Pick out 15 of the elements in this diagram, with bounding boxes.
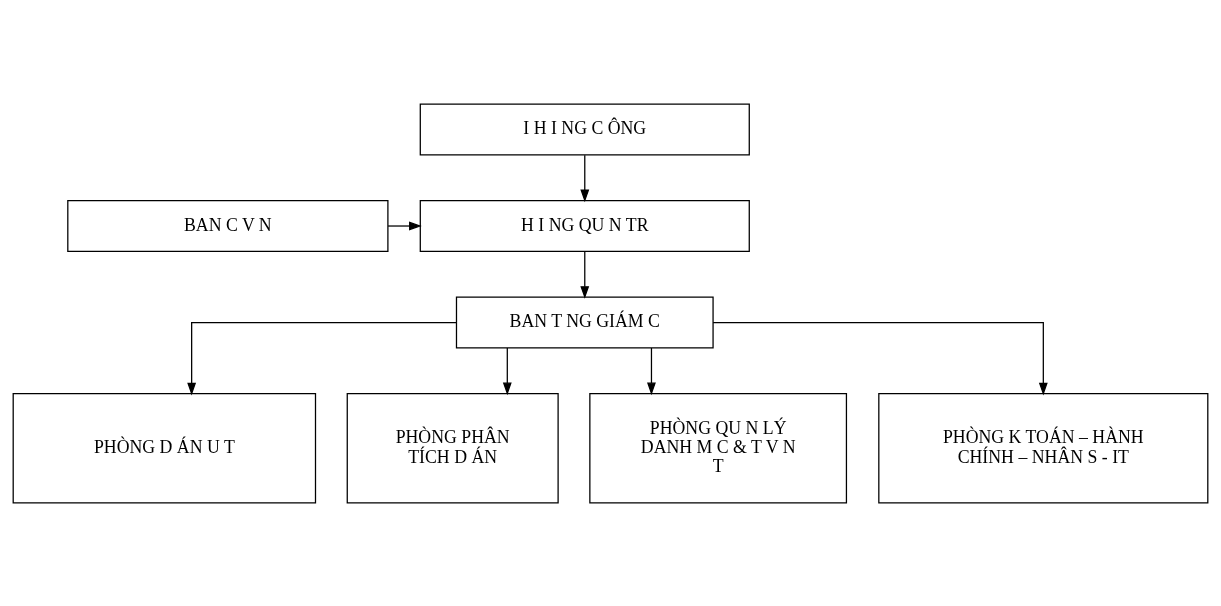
arrow (647, 346, 656, 395)
node-box: BAN C V N (67, 199, 389, 252)
node-box: PHÒNG PHÂN TÍCH D ÁN (346, 392, 559, 504)
arrow (187, 321, 457, 395)
arrow (580, 154, 590, 202)
node-box: BAN T NG GIÁM C (455, 296, 714, 349)
node-box: I H I NG C ÔNG (419, 102, 750, 156)
arrow (712, 321, 1048, 395)
arrow (580, 250, 590, 299)
arrow (387, 221, 422, 230)
arrow (502, 346, 512, 395)
node-box: H I NG QU N TR (419, 199, 750, 252)
node-box: PHÒNG K TOÁN – HÀNH CHÍNH – NHÂN S - IT (878, 392, 1209, 504)
node-box: PHÒNG D ÁN U T (12, 392, 317, 504)
node-box: PHÒNG QU N LÝ DANH M C & T V N T (589, 392, 848, 504)
